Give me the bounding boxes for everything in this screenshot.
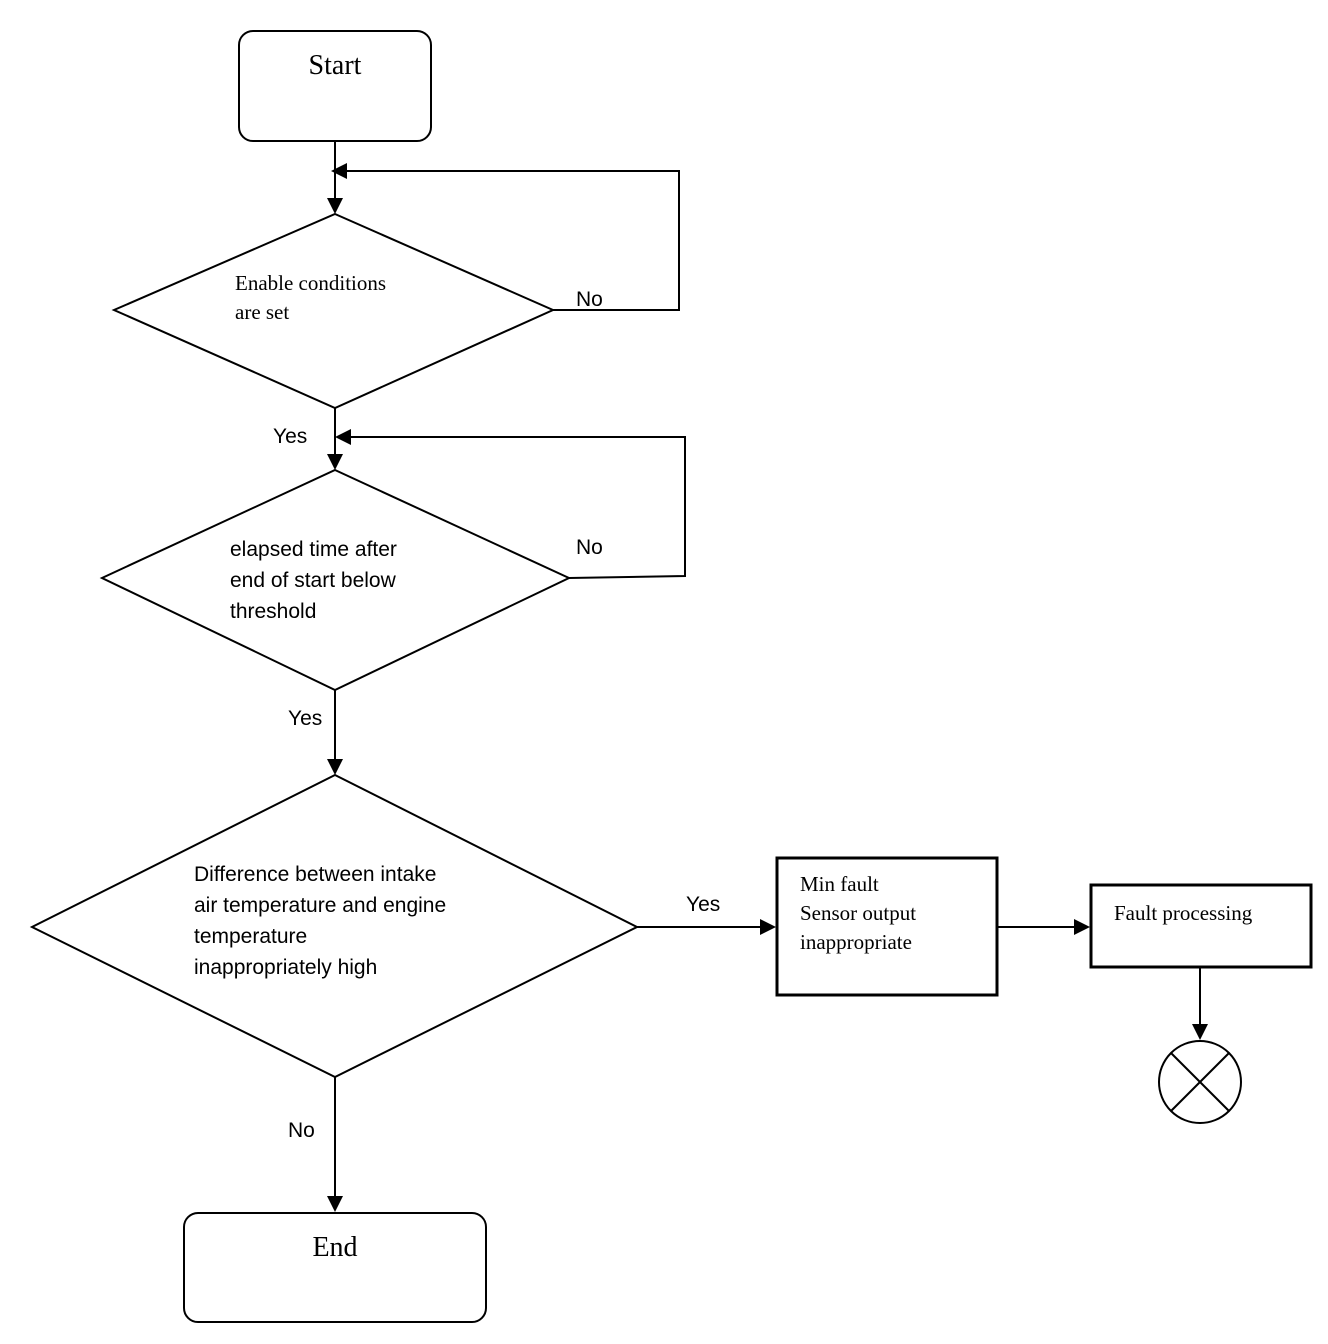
end-node: End xyxy=(183,1212,487,1323)
arrowhead-elapsed-in xyxy=(327,454,343,470)
circle-x-icon xyxy=(1158,1040,1242,1124)
arrowhead-enable-in xyxy=(327,198,343,214)
label-enable-no: No xyxy=(576,288,603,311)
difference-line-4: inappropriately high xyxy=(194,956,377,979)
arrowhead-enable-loop xyxy=(331,163,347,179)
elapsed-time-line-2: end of start below xyxy=(230,569,397,592)
start-label: Start xyxy=(309,50,362,81)
arrowhead-end-in xyxy=(327,1196,343,1212)
edge-elapsed-no-loop xyxy=(349,436,686,579)
difference-decision: Difference between intake air temperatur… xyxy=(29,773,640,1079)
elapsed-time-decision: elapsed time after end of start below th… xyxy=(99,468,572,692)
arrowhead-minfault-in xyxy=(760,919,776,935)
label-difference-yes: Yes xyxy=(686,893,720,916)
min-fault-line-1: Min fault xyxy=(800,872,879,896)
elapsed-time-line-3: threshold xyxy=(230,600,316,623)
min-fault-process: Min fault Sensor output inappropriate xyxy=(775,856,999,997)
label-enable-yes: Yes xyxy=(273,425,307,448)
enable-conditions-line-2: are set xyxy=(235,300,289,324)
difference-line-2: air temperature and engine xyxy=(194,894,446,917)
min-fault-line-3: inappropriate xyxy=(800,930,912,954)
edge-enable-no-loop xyxy=(345,170,680,311)
arrowhead-terminator-in xyxy=(1192,1024,1208,1040)
difference-line-3: temperature xyxy=(194,925,307,948)
fault-processing-process: Fault processing xyxy=(1089,883,1313,969)
label-elapsed-yes: Yes xyxy=(288,707,322,730)
enable-conditions-decision: Enable conditions are set xyxy=(111,212,556,410)
start-node: Start xyxy=(238,30,432,142)
difference-line-1: Difference between intake xyxy=(194,863,436,886)
label-elapsed-no: No xyxy=(576,536,603,559)
arrowhead-faultprocessing-in xyxy=(1074,919,1090,935)
elapsed-time-line-1: elapsed time after xyxy=(230,538,397,561)
arrowhead-elapsed-loop xyxy=(335,429,351,445)
label-difference-no: No xyxy=(288,1119,315,1142)
arrowhead-difference-in xyxy=(327,759,343,775)
enable-conditions-line-1: Enable conditions xyxy=(235,271,386,295)
min-fault-line-2: Sensor output xyxy=(800,901,916,925)
fault-processing-label: Fault processing xyxy=(1114,901,1253,925)
end-label: End xyxy=(312,1232,357,1263)
